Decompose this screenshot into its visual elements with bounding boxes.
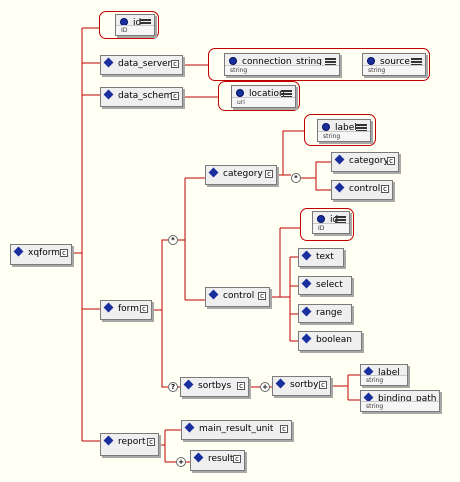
element-diamond-icon	[363, 392, 374, 403]
node-range[interactable]: range	[298, 304, 352, 323]
element-diamond-icon	[301, 333, 312, 344]
collapse-toggle[interactable]: c	[60, 249, 68, 257]
node-report[interactable]: report c	[100, 433, 159, 456]
optional-connector-icon: ?	[168, 382, 178, 392]
element-diamond-icon	[13, 246, 24, 257]
node-xqform[interactable]: xqform c	[10, 244, 72, 265]
element-diamond-icon	[301, 306, 312, 317]
sequence-connector-icon: +	[176, 457, 186, 467]
element-diamond-icon	[184, 422, 195, 433]
element-diamond-icon	[183, 379, 194, 390]
element-diamond-icon	[103, 435, 114, 446]
element-diamond-icon	[193, 452, 204, 463]
attr-id[interactable]: id ID	[115, 14, 155, 36]
choice-connector-icon: *	[291, 173, 301, 183]
element-diamond-icon	[334, 154, 345, 165]
node-select[interactable]: select	[298, 276, 352, 295]
node-sortbys[interactable]: sortbys c	[180, 377, 249, 397]
node-control-child[interactable]: control c	[331, 180, 393, 200]
element-diamond-icon	[208, 167, 219, 178]
sequence-connector-icon: +	[260, 382, 270, 392]
node-text[interactable]: text	[298, 248, 344, 267]
node-main-result-unit[interactable]: main_result_unit c	[181, 420, 292, 440]
element-diamond-icon	[103, 302, 114, 313]
collapse-toggle[interactable]: c	[147, 438, 155, 446]
control-attribute-group	[300, 208, 354, 241]
node-binding-path[interactable]: binding_path string	[360, 390, 440, 412]
element-diamond-icon	[208, 289, 219, 300]
node-boolean[interactable]: boolean	[298, 331, 362, 351]
element-diamond-icon	[363, 366, 374, 377]
attr-category-label[interactable]: label string	[317, 119, 371, 142]
attribute-dot-icon	[317, 215, 325, 223]
id-attribute-group	[99, 11, 159, 39]
attr-connection-string[interactable]: connection_string string	[224, 53, 340, 76]
node-data-schema[interactable]: data_schema c	[100, 87, 183, 107]
collapse-toggle[interactable]: c	[237, 382, 245, 390]
choice-connector-icon: *	[168, 235, 178, 245]
element-diamond-icon	[103, 57, 114, 68]
attribute-dot-icon	[229, 57, 237, 65]
collapse-toggle[interactable]: c	[233, 455, 241, 463]
attr-control-id[interactable]: id ID	[312, 211, 350, 234]
attr-source[interactable]: source string	[362, 53, 426, 76]
collapse-toggle[interactable]: c	[381, 185, 389, 193]
node-category[interactable]: category c	[205, 165, 277, 185]
collapse-toggle[interactable]: c	[258, 292, 266, 300]
collapse-toggle[interactable]: c	[171, 60, 179, 68]
category-attribute-group	[304, 114, 376, 146]
attribute-dot-icon	[236, 89, 244, 97]
collapse-toggle[interactable]: c	[171, 92, 179, 100]
element-diamond-icon	[301, 278, 312, 289]
collapse-toggle[interactable]: c	[387, 157, 395, 165]
collapse-toggle[interactable]: c	[280, 425, 288, 433]
collapse-toggle[interactable]: c	[265, 170, 273, 178]
element-diamond-icon	[103, 89, 114, 100]
attribute-dot-icon	[322, 123, 330, 131]
element-diamond-icon	[334, 182, 345, 193]
node-control[interactable]: control c	[205, 287, 270, 307]
element-diamond-icon	[301, 250, 312, 261]
attribute-dot-icon	[367, 57, 375, 65]
node-data-server[interactable]: data_server c	[100, 55, 183, 75]
location-attribute-group	[218, 81, 300, 111]
element-diamond-icon	[275, 378, 286, 389]
collapse-toggle[interactable]: c	[319, 381, 327, 389]
node-sortby-label[interactable]: label string	[360, 364, 408, 386]
node-result[interactable]: result c	[190, 450, 245, 471]
node-form[interactable]: form c	[100, 300, 152, 320]
collapse-toggle[interactable]: c	[140, 305, 148, 313]
node-sortby[interactable]: sortby c	[272, 376, 331, 396]
node-category-child[interactable]: category c	[331, 152, 399, 172]
attr-location[interactable]: location uri	[231, 85, 296, 108]
data-server-attribute-group	[208, 48, 430, 81]
